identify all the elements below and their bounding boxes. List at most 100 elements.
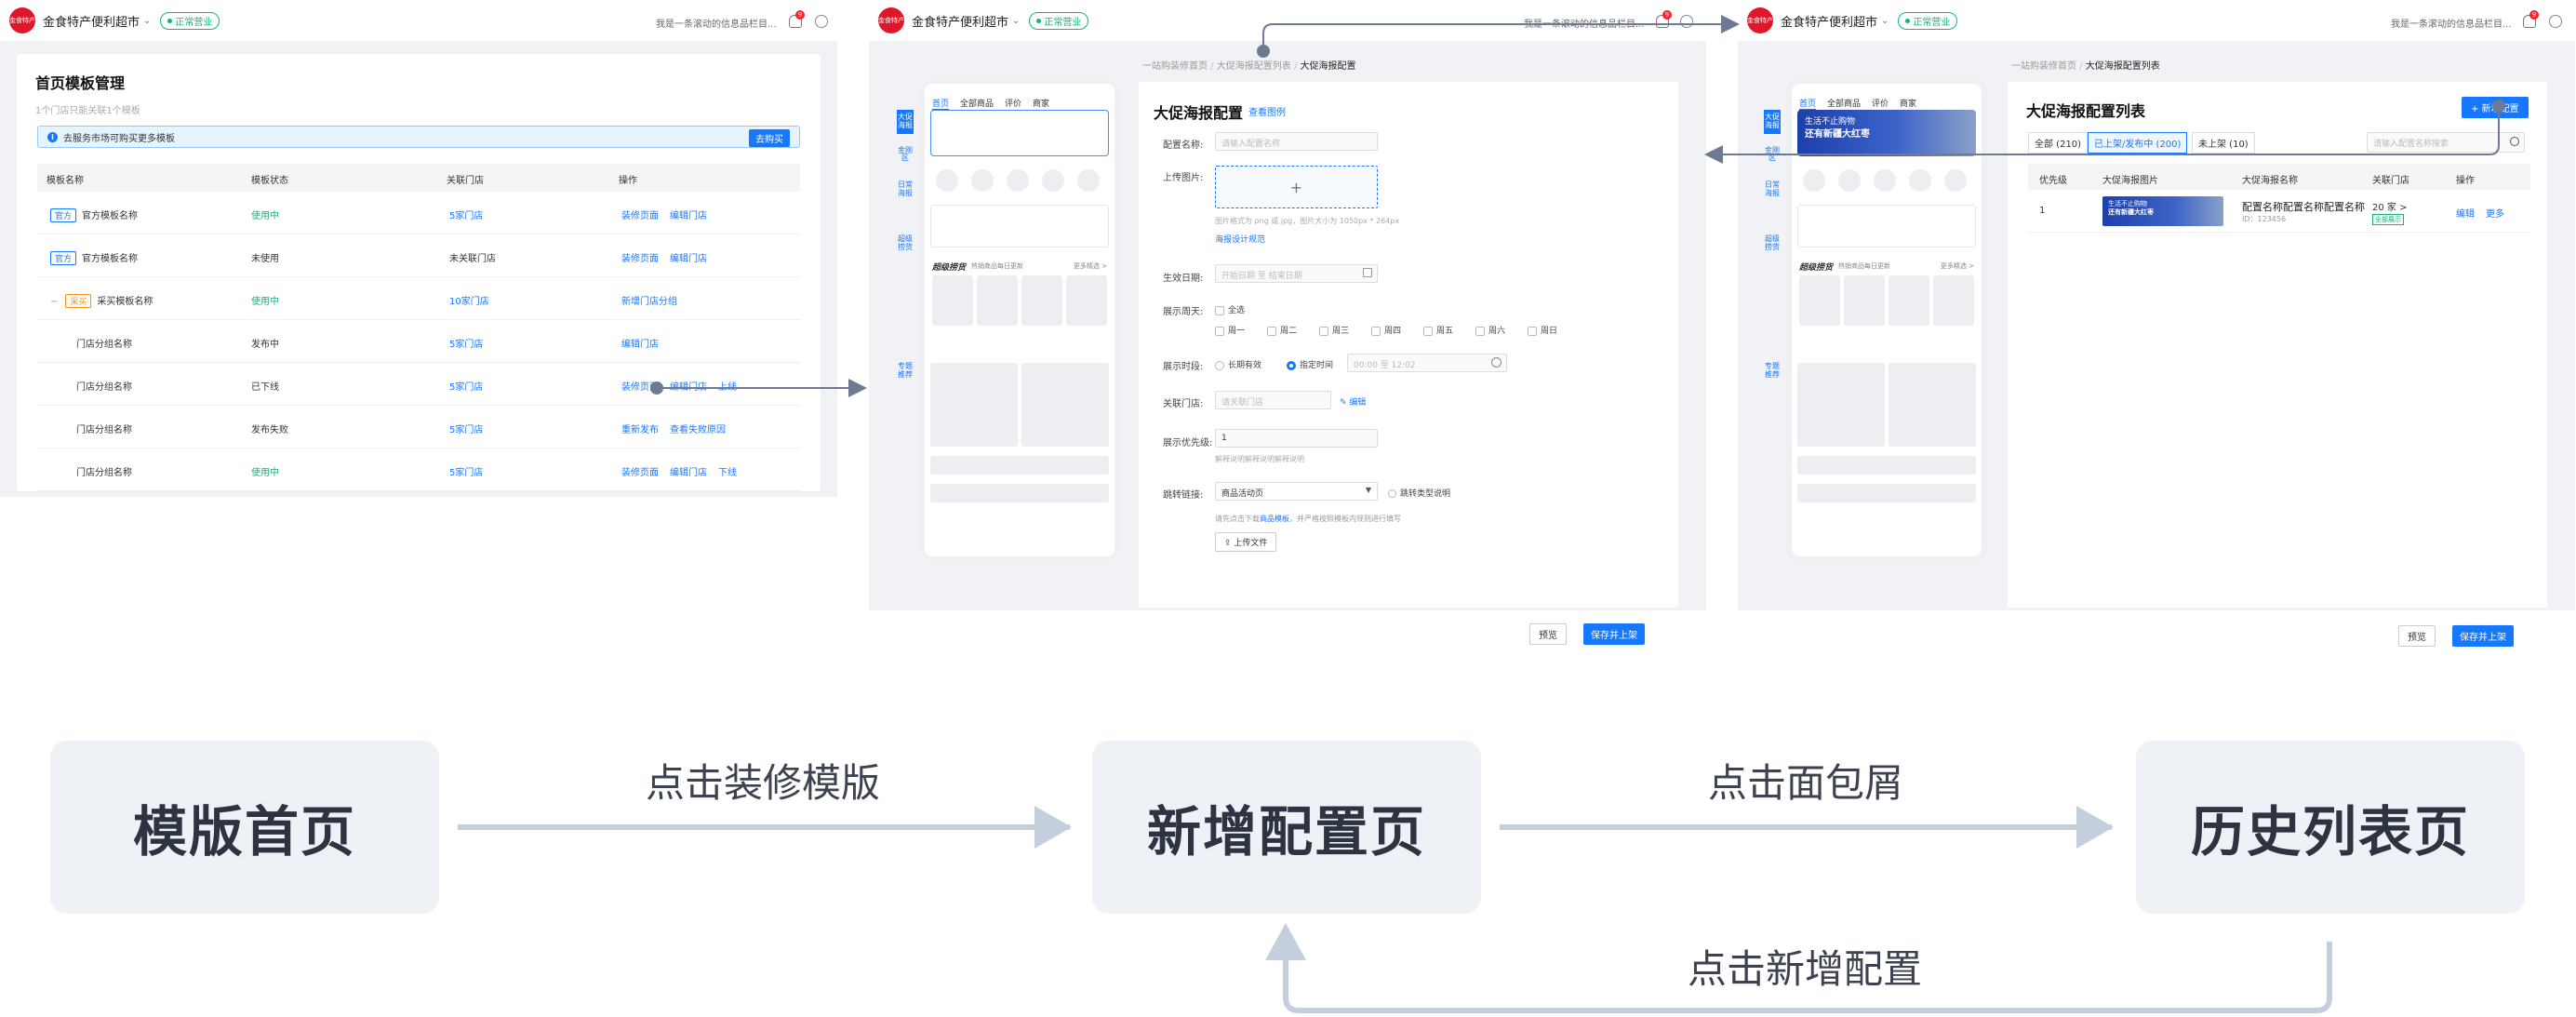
- edit-store-link[interactable]: 编辑门店: [621, 340, 659, 350]
- store-name[interactable]: 金食特产便利超市: [1781, 15, 1878, 30]
- date-range-input[interactable]: 开始日期 至 结束日期: [1215, 264, 1378, 283]
- weekday-checkbox[interactable]: 周六: [1475, 324, 1505, 336]
- save-publish-button[interactable]: 保存并上架: [1583, 623, 1645, 645]
- republish-link[interactable]: 重新发布: [621, 425, 659, 435]
- plus-icon: +: [1289, 178, 1303, 196]
- weekday-checkbox[interactable]: 周五: [1423, 324, 1453, 336]
- search-input[interactable]: 请输入配置名称搜索: [2367, 132, 2525, 153]
- upload-file-button[interactable]: ⇪ 上传文件: [1215, 532, 1277, 552]
- promo-more[interactable]: 更多精选 >: [1074, 262, 1108, 270]
- promo-more[interactable]: 更多精选 >: [1941, 262, 1975, 270]
- side-tab[interactable]: 金刚区: [898, 145, 913, 163]
- calendar-icon[interactable]: [1363, 268, 1372, 277]
- side-tab[interactable]: 超级捞货: [898, 234, 913, 251]
- name-input[interactable]: 请输入配置名称: [1215, 132, 1378, 151]
- phone-tab[interactable]: 商家: [1033, 100, 1050, 109]
- breadcrumb-item[interactable]: 一站购装修首页: [1142, 61, 1208, 72]
- weekday-checkbox[interactable]: 周二: [1267, 324, 1297, 336]
- weekday-checkbox[interactable]: 周四: [1371, 324, 1401, 336]
- preview-button[interactable]: 预览: [1529, 623, 1567, 645]
- upload-area[interactable]: +: [1215, 166, 1378, 208]
- buy-button[interactable]: 去购买: [749, 129, 790, 147]
- chevron-down-icon[interactable]: ⌄: [143, 15, 152, 26]
- filter-tab[interactable]: 全部 (210): [2028, 132, 2089, 154]
- flow-edge-label: 点击新增配置: [1688, 946, 1923, 992]
- decorate-link[interactable]: 装修页面: [621, 468, 659, 478]
- column-header: 关联门店: [447, 176, 484, 186]
- notice-text[interactable]: 我是一条滚动的信息品栏目...: [2391, 20, 2512, 30]
- phone-tab[interactable]: 商家: [1900, 100, 1917, 109]
- poster-slot[interactable]: [930, 110, 1109, 156]
- side-tab[interactable]: 金刚区: [1765, 145, 1780, 163]
- chevron-down-icon[interactable]: ⌄: [1881, 15, 1889, 26]
- store-link[interactable]: 5家门店: [449, 340, 484, 350]
- example-link[interactable]: 查看图例: [1248, 108, 1286, 118]
- add-group-link[interactable]: 新增门店分组: [621, 297, 677, 307]
- settings-icon[interactable]: [1680, 15, 1693, 28]
- chevron-down-icon[interactable]: ⌄: [1012, 15, 1021, 26]
- decorate-link[interactable]: 装修页面: [621, 382, 659, 393]
- preview-button[interactable]: 预览: [2398, 625, 2436, 647]
- poster-banner[interactable]: 生活不止购物 还有新疆大红枣: [1797, 110, 1976, 156]
- collapse-icon[interactable]: −: [50, 297, 59, 307]
- side-tab-active[interactable]: 大促海报: [1764, 110, 1781, 134]
- store-link[interactable]: 5家门店: [449, 382, 484, 393]
- side-tab-active[interactable]: 大促海报: [897, 110, 914, 134]
- phone-tab[interactable]: 全部商品: [1827, 100, 1862, 109]
- filter-tab[interactable]: 未上架 (10): [2192, 132, 2255, 154]
- edit-store-link[interactable]: 编辑门店: [670, 211, 707, 221]
- more-link[interactable]: 更多: [2486, 209, 2504, 220]
- side-tab[interactable]: 专题推荐: [1765, 362, 1780, 380]
- view-failure-link[interactable]: 查看失败原因: [670, 425, 726, 435]
- store-link[interactable]: 5家门店: [449, 468, 484, 478]
- edit-store-link[interactable]: 编辑门店: [670, 254, 707, 264]
- design-spec-link[interactable]: 海报设计规范: [1215, 235, 1266, 245]
- long-term-radio[interactable]: 长期有效: [1215, 358, 1261, 370]
- notice-text[interactable]: 我是一条滚动的信息品栏目...: [656, 20, 777, 30]
- breadcrumb-item[interactable]: 一站购装修首页: [2011, 61, 2076, 72]
- select-all-checkbox[interactable]: 全选: [1215, 303, 1245, 315]
- phone-tab[interactable]: 全部商品: [960, 100, 994, 109]
- search-icon[interactable]: [2510, 137, 2519, 146]
- phone-tab[interactable]: 评价: [1872, 100, 1889, 109]
- filter-tab-active[interactable]: 已上架/发布中 (200): [2088, 132, 2188, 154]
- side-tabs: 大促海报 金刚区 日常海报 超级捞货 专题推荐: [897, 110, 914, 380]
- offline-link[interactable]: 下线: [718, 468, 737, 478]
- weekday-checkbox[interactable]: 周一: [1215, 324, 1245, 336]
- breadcrumb-item[interactable]: 大促海报配置列表: [1216, 61, 1291, 72]
- decorate-link[interactable]: 装修页面: [621, 254, 659, 264]
- link-help[interactable]: 跳转类型说明: [1388, 487, 1450, 499]
- priority-input[interactable]: 1: [1215, 429, 1378, 448]
- field-label: 配置名称:: [1163, 141, 1204, 151]
- store-link[interactable]: 5家门店: [449, 211, 484, 221]
- settings-icon[interactable]: [815, 15, 828, 28]
- poster-text: 生活不止购物: [2108, 200, 2147, 207]
- store-count[interactable]: 20 家 >: [2372, 203, 2408, 213]
- settings-icon[interactable]: [2549, 15, 2562, 28]
- side-tab[interactable]: 超级捞货: [1765, 234, 1780, 251]
- side-tab[interactable]: 专题推荐: [898, 362, 913, 380]
- side-tab[interactable]: 日常海报: [898, 181, 913, 197]
- phone-tab[interactable]: 评价: [1005, 100, 1022, 109]
- store-link[interactable]: 5家门店: [449, 425, 484, 435]
- store-link[interactable]: 10家门店: [449, 297, 489, 307]
- table-row: 官方官方模板名称 使用中 5家门店 装修页面编辑门店: [37, 192, 800, 234]
- weekday-checkbox[interactable]: 周三: [1319, 324, 1349, 336]
- store-name[interactable]: 金食特产便利超市: [912, 15, 1009, 30]
- breadcrumb-current: 大促海报配置: [1300, 61, 1356, 72]
- store-name[interactable]: 金食特产便利超市: [43, 15, 140, 30]
- save-publish-button[interactable]: 保存并上架: [2452, 625, 2514, 647]
- edit-store-link[interactable]: 编辑门店: [670, 468, 707, 478]
- custom-time-radio[interactable]: 指定时间: [1287, 358, 1333, 370]
- list-title: 大促海报配置列表: [2026, 102, 2146, 120]
- download-template-link[interactable]: 商品模板: [1260, 515, 1289, 523]
- bell-badge: 9: [795, 10, 805, 20]
- decorate-link[interactable]: 装修页面: [621, 211, 659, 221]
- link-type-select[interactable]: 商品活动页▼: [1215, 482, 1378, 501]
- store-input[interactable]: 请关联门店: [1215, 391, 1331, 409]
- edit-link[interactable]: 编辑: [2456, 209, 2475, 220]
- edit-store-button[interactable]: ✎ 编辑: [1340, 398, 1367, 408]
- side-tab[interactable]: 日常海报: [1765, 181, 1780, 197]
- weekday-checkbox[interactable]: 周日: [1528, 324, 1557, 336]
- time-range-input[interactable]: 00:00 至 12:02: [1347, 354, 1507, 372]
